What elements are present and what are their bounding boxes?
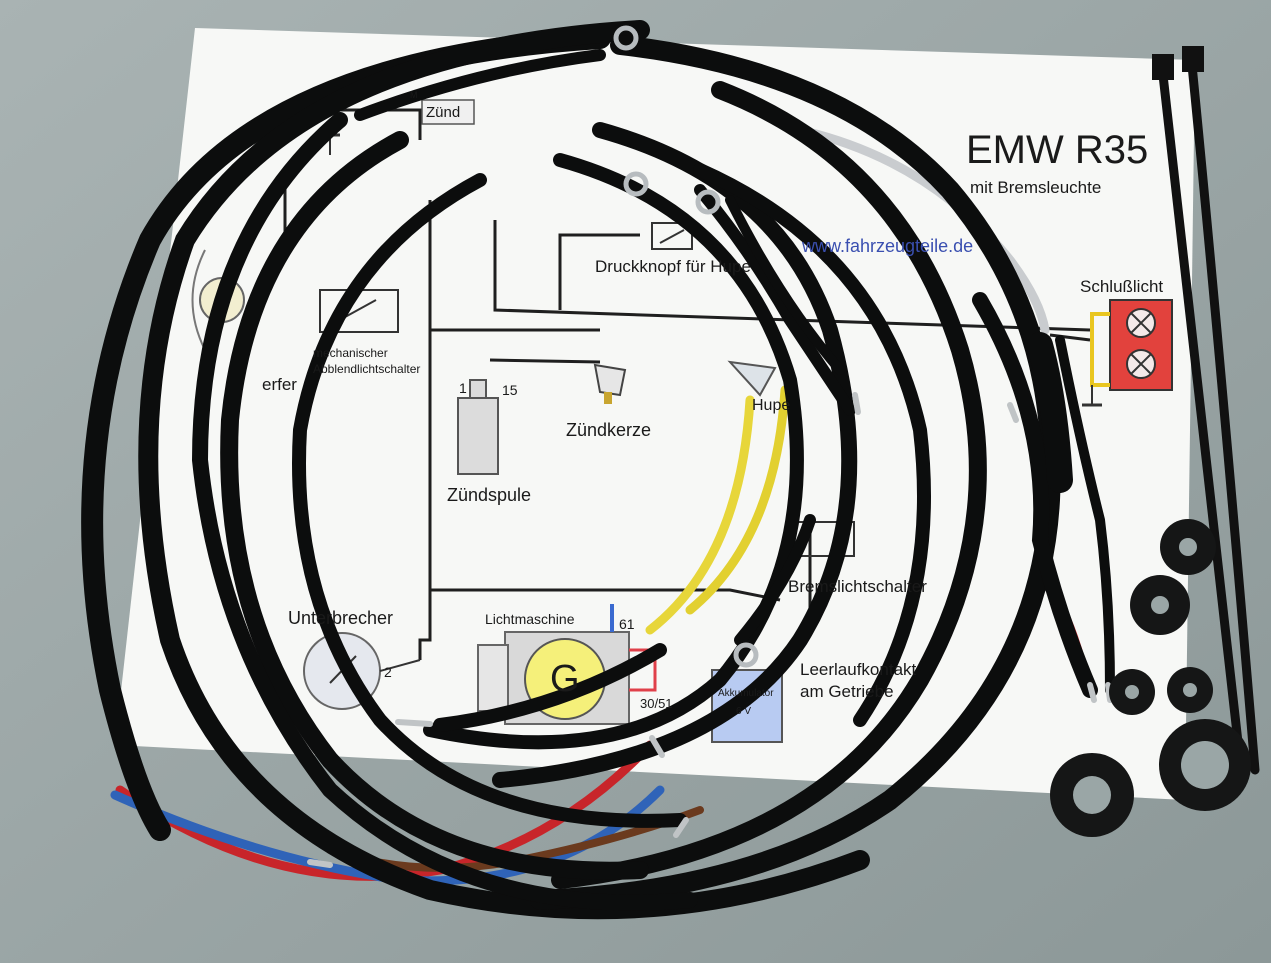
label-unterbrecher: Unterbrecher <box>288 608 394 628</box>
label-scheinwerfer: erfer <box>262 375 297 394</box>
hupe-symbol <box>727 360 777 397</box>
cable-tie-1 <box>1158 70 1245 765</box>
label-akku-volt: 6 V <box>736 706 752 717</box>
ring-terminals <box>613 25 759 668</box>
druckknopf-symbol <box>651 222 693 250</box>
label-terminal-3051: 30/51 <box>640 696 673 711</box>
wire-yellow-2 <box>685 385 790 615</box>
label-getriebe-2: am Getriebe <box>800 682 894 701</box>
ring-terminal-top <box>613 25 639 51</box>
label-generator-g: G <box>550 658 580 700</box>
label-hupe: Hupe <box>752 397 791 414</box>
label-bremslicht: Bremslichtschalter <box>788 577 927 596</box>
diagram-sheet <box>115 28 1195 800</box>
label-druckknopf: Druckknopf für Hupe <box>595 257 751 276</box>
label-abblend-2: Abblendlichtschalter <box>313 362 421 376</box>
sheet-subtitle: mit Bremsleuchte <box>970 178 1102 197</box>
sheet-website: www.fahrzeugteile.de <box>802 236 974 256</box>
cable-ties <box>1152 46 1260 775</box>
label-zuendkerze: Zündkerze <box>566 420 652 440</box>
zuendkerze-symbol <box>593 363 627 397</box>
wiring-harness <box>81 20 1115 920</box>
label-lichtmaschine: Lichtmaschine <box>485 611 575 627</box>
zuendspule-symbol <box>457 397 499 475</box>
label-terminal-1: 1 <box>459 380 467 396</box>
label-abblend-1: mechanischer <box>313 346 388 360</box>
sheet-title: EMW R35 <box>966 128 1149 172</box>
label-schlusslicht: Schlußlicht <box>1080 277 1164 296</box>
cable-tie-2 <box>1187 60 1260 775</box>
ring-terminal-2 <box>695 189 721 215</box>
wire-yellow-1 <box>645 395 755 635</box>
spade-terminals <box>307 392 1113 868</box>
label-terminal-15: 15 <box>502 382 518 398</box>
label-mark-m: M <box>410 90 418 100</box>
label-zuendspule: Zündspule <box>447 485 532 505</box>
ring-terminal-3 <box>733 642 759 668</box>
rubber-grommets <box>1050 519 1251 837</box>
label-akku: Akkumulator <box>718 688 774 699</box>
label-getriebe-1: Leerlaufkontakt <box>800 660 917 679</box>
label-terminal-61: 61 <box>619 616 635 632</box>
label-terminal-2: 2 <box>384 664 392 680</box>
label-zuend-top: Zünd <box>426 104 461 121</box>
ring-terminal-1 <box>623 171 649 197</box>
